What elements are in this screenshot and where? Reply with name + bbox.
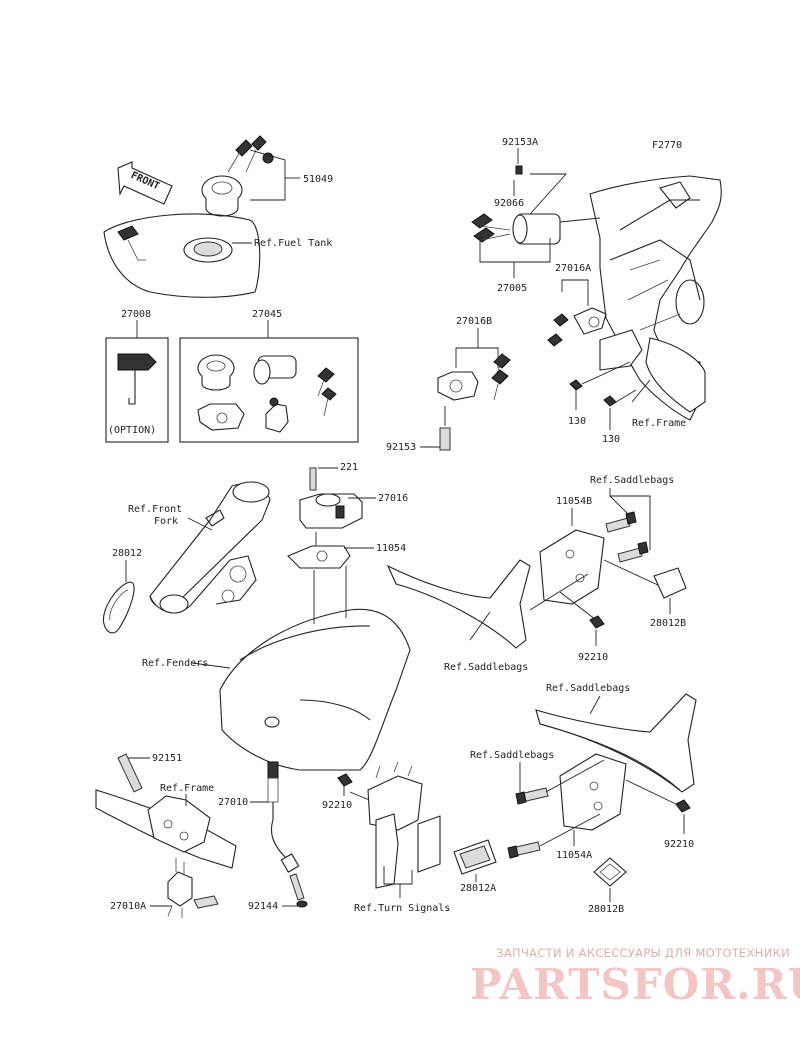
screws-lower [507,787,549,859]
lock-27016 [299,493,363,529]
label-92151: 92151 [152,753,182,764]
label-92153: 92153 [386,442,416,453]
reflector-28012B-top [653,567,687,599]
rear-fender [219,608,411,771]
label-ref-saddlebags-mid: Ref.Saddlebags [444,662,528,673]
front-fork [149,481,271,614]
fuel-cap [201,175,243,217]
label-130-a: 130 [568,416,586,427]
label-92066: 92066 [494,198,524,209]
label-27016: 27016 [378,493,408,504]
label-27010A: 27010A [110,901,146,912]
key-27008 [117,353,157,405]
label-92210-mid: 92210 [322,800,352,811]
label-28012B-low: 28012B [588,904,624,915]
nut-92210-top [589,615,605,629]
label-ref-frame-low: Ref.Frame [160,783,214,794]
bracket-27016A [599,329,643,371]
front-arrow: FRONT [117,161,173,205]
frame-top-right [589,175,722,421]
box-27045 [179,337,359,443]
label-ref-frame-top: Ref.Frame [632,418,686,429]
frame-lower-left [95,789,237,869]
reflector-28012 [102,581,135,634]
box-27008 [105,337,169,443]
turn-signal-bracket [367,761,441,889]
label-92153A: 92153A [502,137,538,148]
label-27008: 27008 [121,309,151,320]
label-92210-right: 92210 [664,839,694,850]
label-ref-fenders: Ref.Fenders [142,658,208,669]
label-ref-turn-signals: Ref.Turn Signals [354,903,450,914]
label-51049: 51049 [303,174,333,185]
fuel-tank [103,213,261,298]
bracket-11054 [287,545,351,569]
nut-92210-right [675,799,691,813]
label-option: (OPTION) [108,425,156,436]
label-92210-top: 92210 [578,652,608,663]
label-28012: 28012 [112,548,142,559]
screw-221 [309,467,317,491]
label-ref-saddlebags-right: Ref.Saddlebags [546,683,630,694]
label-11054: 11054 [376,543,406,554]
screw-92153A [515,165,523,175]
label-ref-saddlebags-top: Ref.Saddlebags [590,475,674,486]
lock-27016B [437,353,511,401]
lock-27016A [547,307,607,347]
bolt-92151 [117,753,143,793]
ignition-switch-27005 [471,213,561,245]
label-11054B: 11054B [556,496,592,507]
label-27005: 27005 [497,283,527,294]
label-11054A: 11054A [556,850,592,861]
keys-51049 [227,135,274,173]
kit-27045-parts [197,354,337,433]
screws-11054B [605,511,649,563]
leader-51049 [249,149,286,201]
label-ref-fuel-tank: Ref.Fuel Tank [254,238,332,249]
label-f2770: F2770 [652,140,682,151]
label-221: 221 [340,462,358,473]
label-28012B-top: 28012B [650,618,686,629]
screw-92153 [439,427,451,451]
reflector-28012A [453,839,497,875]
label-27016A: 27016A [555,263,591,274]
label-27045: 27045 [252,309,282,320]
watermark-tagline: ЗАПЧАСТИ И АКСЕССУАРЫ ДЛЯ МОТОТЕХНИКИ [496,946,790,960]
label-92144: 92144 [248,901,278,912]
label-28012A: 28012A [460,883,496,894]
label-ref-saddlebags-low: Ref.Saddlebags [470,750,554,761]
cable-27010 [267,761,300,873]
watermark-logo: PARTSFOR.RU [470,960,800,1009]
label-ref-front-fork-1: Ref.Front [128,504,182,515]
saddlebag-bracket-upper [386,529,605,649]
bolt-92144 [289,873,305,901]
label-130-b: 130 [602,434,620,445]
label-27010: 27010 [218,797,248,808]
saddlebag-bracket-lower [535,693,697,831]
reflector-28012B-low [593,857,627,887]
label-27016B: 27016B [456,316,492,327]
sensor-27010A [167,858,219,918]
nut-92210-mid [337,773,353,787]
label-ref-front-fork-2: Fork [154,516,178,527]
